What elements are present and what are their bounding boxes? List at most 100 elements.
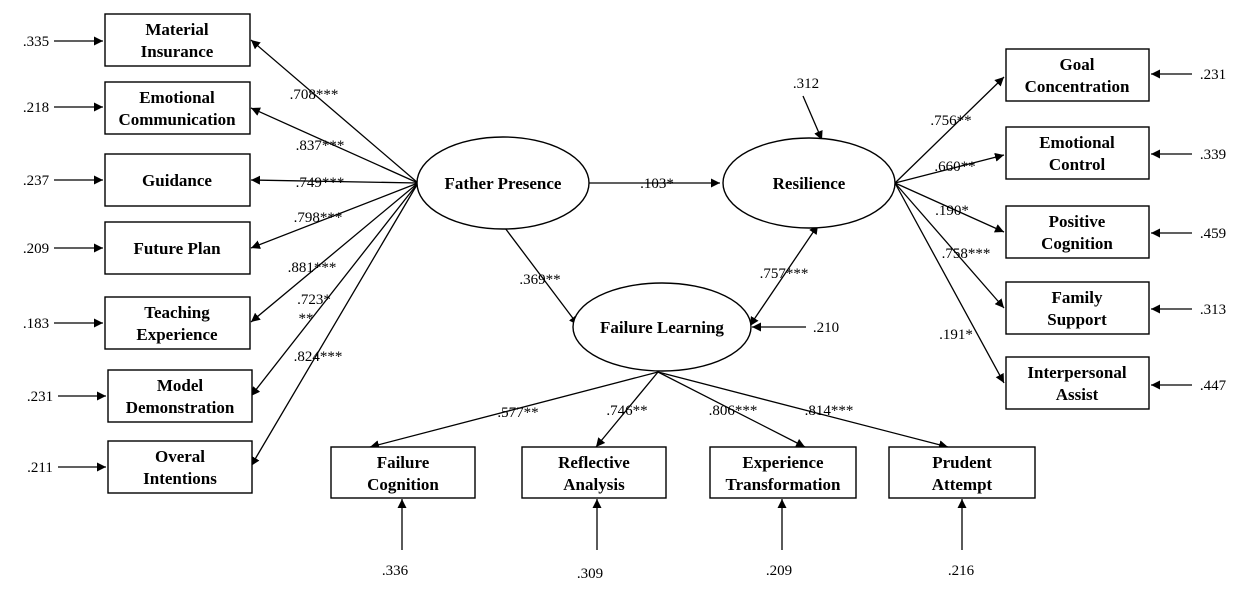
indicator-family-support: Family Support xyxy=(1005,281,1150,335)
latent-failure-learning: Failure Learning xyxy=(572,282,752,372)
loading-value: .756** xyxy=(930,113,971,129)
indicator-teaching-experience: Teaching Experience xyxy=(104,296,251,350)
indicator-prudent-attempt: Prudent Attempt xyxy=(888,446,1036,499)
indicator-label: Prudent xyxy=(932,453,992,472)
indicator-label: Reflective xyxy=(558,453,630,472)
latent-label: Resilience xyxy=(773,174,846,193)
edge-fp-emotional-communication xyxy=(250,107,419,184)
indicator-label: Demonstration xyxy=(126,398,235,417)
loading-value: .814*** xyxy=(805,403,854,419)
indicator-label: Experience xyxy=(742,453,824,472)
indicator-label: Concentration xyxy=(1025,77,1130,96)
edge-res-emotional-control xyxy=(894,152,1005,184)
left-loadings: .708*** .837*** .749*** .798*** .881*** … xyxy=(288,87,345,365)
edge-res-positive-cognition xyxy=(894,182,1005,233)
indicator-label: Assist xyxy=(1056,385,1099,404)
path-coef-fp-resilience: .103* xyxy=(640,176,674,192)
error-value: .459 xyxy=(1200,226,1226,242)
indicator-label: Guidance xyxy=(142,171,212,190)
loading-value: .749*** xyxy=(296,175,345,191)
indicator-label: Teaching xyxy=(144,303,210,322)
edge-fl-prudent-attempt xyxy=(657,371,949,450)
indicator-failure-cognition: Failure Cognition xyxy=(330,446,476,499)
edges xyxy=(54,36,1192,550)
loading-value: .191* xyxy=(939,327,973,343)
indicator-label: Attempt xyxy=(932,475,993,494)
error-value: .447 xyxy=(1200,378,1227,394)
indicator-emotional-communication: Emotional Communication xyxy=(104,81,251,135)
indicator-label: Control xyxy=(1049,155,1106,174)
indicator-label: Model xyxy=(157,376,204,395)
edge-res-family-support xyxy=(894,182,1005,309)
error-value: .209 xyxy=(766,563,792,579)
loading-value: .577** xyxy=(497,405,538,421)
edge-fl-failure-cognition xyxy=(369,371,659,450)
loading-value: .806*** xyxy=(709,403,758,419)
indicator-label: Transformation xyxy=(726,475,841,494)
disturbance-resilience: .312 xyxy=(793,76,819,92)
error-value: .216 xyxy=(948,563,975,579)
error-value: .231 xyxy=(1200,67,1226,83)
indicator-label: Family xyxy=(1052,288,1103,307)
path-coef-fp-failure-learning: .369** xyxy=(519,272,560,288)
error-value: .209 xyxy=(23,241,49,257)
latent-resilience: Resilience xyxy=(722,137,896,229)
edge-fp-future-plan xyxy=(250,182,419,249)
edge-fp-model-demonstration xyxy=(250,182,419,397)
disturbance-failure-learning: .210 xyxy=(813,320,839,336)
loading-value: .758*** xyxy=(942,246,991,262)
loading-value: .824*** xyxy=(294,349,343,365)
indicator-overal-intentions: Overal Intentions xyxy=(107,440,253,494)
loading-value: .708*** xyxy=(290,87,339,103)
indicator-reflective-analysis: Reflective Analysis xyxy=(521,446,667,499)
edge-fp-teaching-experience xyxy=(250,182,419,323)
indicator-label: Emotional xyxy=(139,88,215,107)
error-value: .237 xyxy=(23,173,50,189)
right-loadings: .756** .660** .190* .758*** .191* xyxy=(930,113,990,343)
path-coef-fl-resilience: .757*** xyxy=(760,266,809,282)
left-error-values: .335 .218 .237 .209 .183 .231 .211 xyxy=(23,34,53,476)
loading-value: .746** xyxy=(606,403,647,419)
error-value: .183 xyxy=(23,316,49,332)
disturbance-arrow-resilience xyxy=(802,95,823,141)
indicator-guidance: Guidance xyxy=(104,153,251,207)
indicator-label: Overal xyxy=(155,447,205,466)
error-value: .313 xyxy=(1200,302,1226,318)
edge-res-goal-concentration xyxy=(894,76,1005,184)
bottom-error-values: .336 .309 .209 .216 xyxy=(382,563,975,582)
indicator-label: Interpersonal xyxy=(1027,363,1126,382)
indicator-label: Failure xyxy=(377,453,430,472)
bottom-loadings: .577** .746** .806*** .814*** xyxy=(497,403,853,421)
loading-value: .190* xyxy=(935,203,969,219)
indicator-material-insurance: Material Insurance xyxy=(104,13,251,67)
loading-value: .723* xyxy=(297,292,331,308)
edge-fp-material-insurance xyxy=(250,39,419,184)
edge-fl-reflective-analysis xyxy=(595,371,659,448)
indicator-label: Emotional xyxy=(1039,133,1115,152)
edge-fp-failure-learning xyxy=(504,227,579,326)
error-value: .339 xyxy=(1200,147,1226,163)
indicator-label: Analysis xyxy=(563,475,625,494)
error-value: .336 xyxy=(382,563,409,579)
indicator-label: Positive xyxy=(1049,212,1106,231)
structural-coefficients: .103* .369** .757*** .312 .210 xyxy=(519,76,839,336)
indicator-label: Material xyxy=(145,20,209,39)
error-value: .211 xyxy=(27,460,53,476)
indicator-label: Communication xyxy=(118,110,236,129)
indicator-positive-cognition: Positive Cognition xyxy=(1005,205,1150,259)
loading-value: .881*** xyxy=(288,260,337,276)
indicator-emotional-control: Emotional Control xyxy=(1005,126,1150,180)
indicator-label: Support xyxy=(1047,310,1107,329)
edge-fp-guidance xyxy=(250,175,419,185)
error-value: .309 xyxy=(577,566,603,582)
error-value: .335 xyxy=(23,34,49,50)
indicator-label: Intentions xyxy=(143,469,217,488)
latent-label: Failure Learning xyxy=(600,318,724,337)
indicator-label: Experience xyxy=(136,325,218,344)
indicator-label: Insurance xyxy=(141,42,214,61)
indicator-model-demonstration: Model Demonstration xyxy=(107,369,253,423)
indicator-interpersonal-assist: Interpersonal Assist xyxy=(1005,356,1150,410)
loading-value: ** xyxy=(299,311,314,327)
error-value: .231 xyxy=(27,389,53,405)
